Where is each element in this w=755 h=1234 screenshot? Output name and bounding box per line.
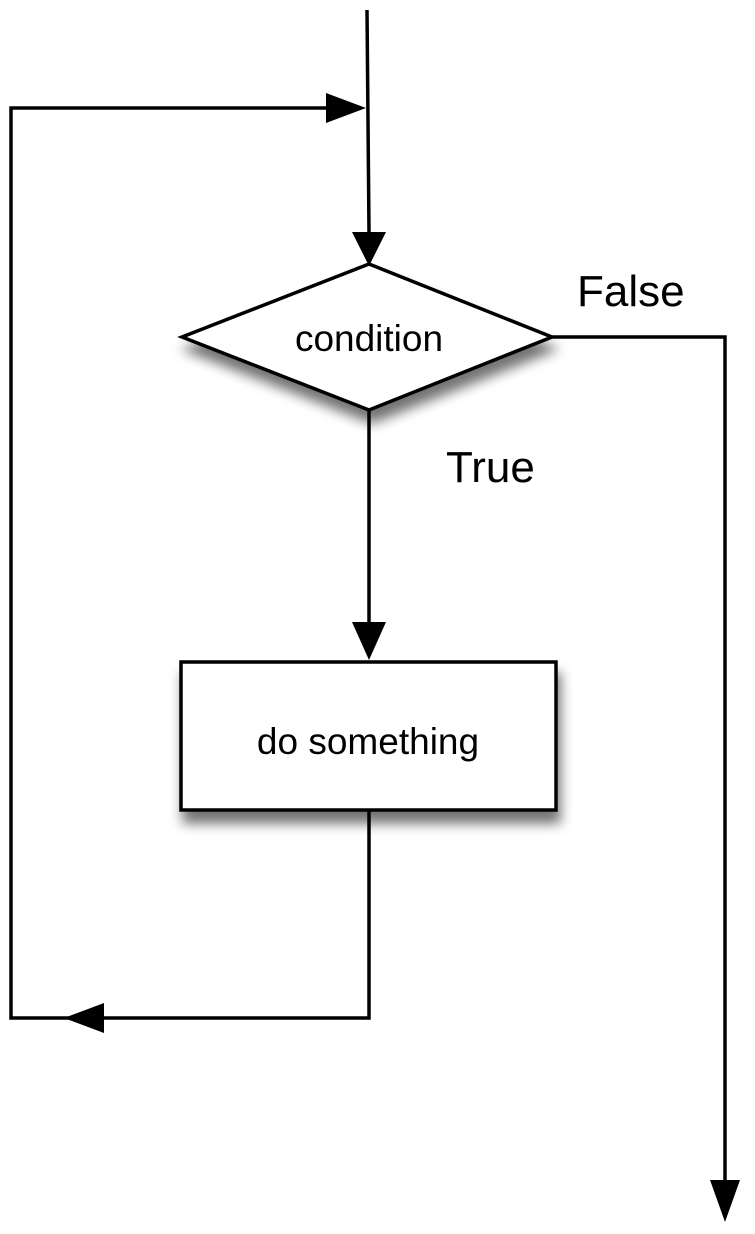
loop-back-arrowhead-right [326, 93, 366, 123]
process-label: do something [257, 721, 479, 762]
decision-diamond [177, 262, 557, 412]
loop-back-connector [9, 106, 371, 1020]
false-arrowhead [710, 1180, 740, 1222]
entry-connector [365, 9, 371, 233]
true-arrowhead [352, 622, 386, 660]
process-box [179, 660, 558, 812]
decision-label: condition [295, 318, 443, 359]
false-connector [552, 335, 727, 1182]
entry-arrowhead [352, 232, 386, 266]
true-label: True [446, 443, 535, 492]
loop-back-arrowhead-left [64, 1003, 104, 1033]
false-label: False [577, 267, 685, 316]
